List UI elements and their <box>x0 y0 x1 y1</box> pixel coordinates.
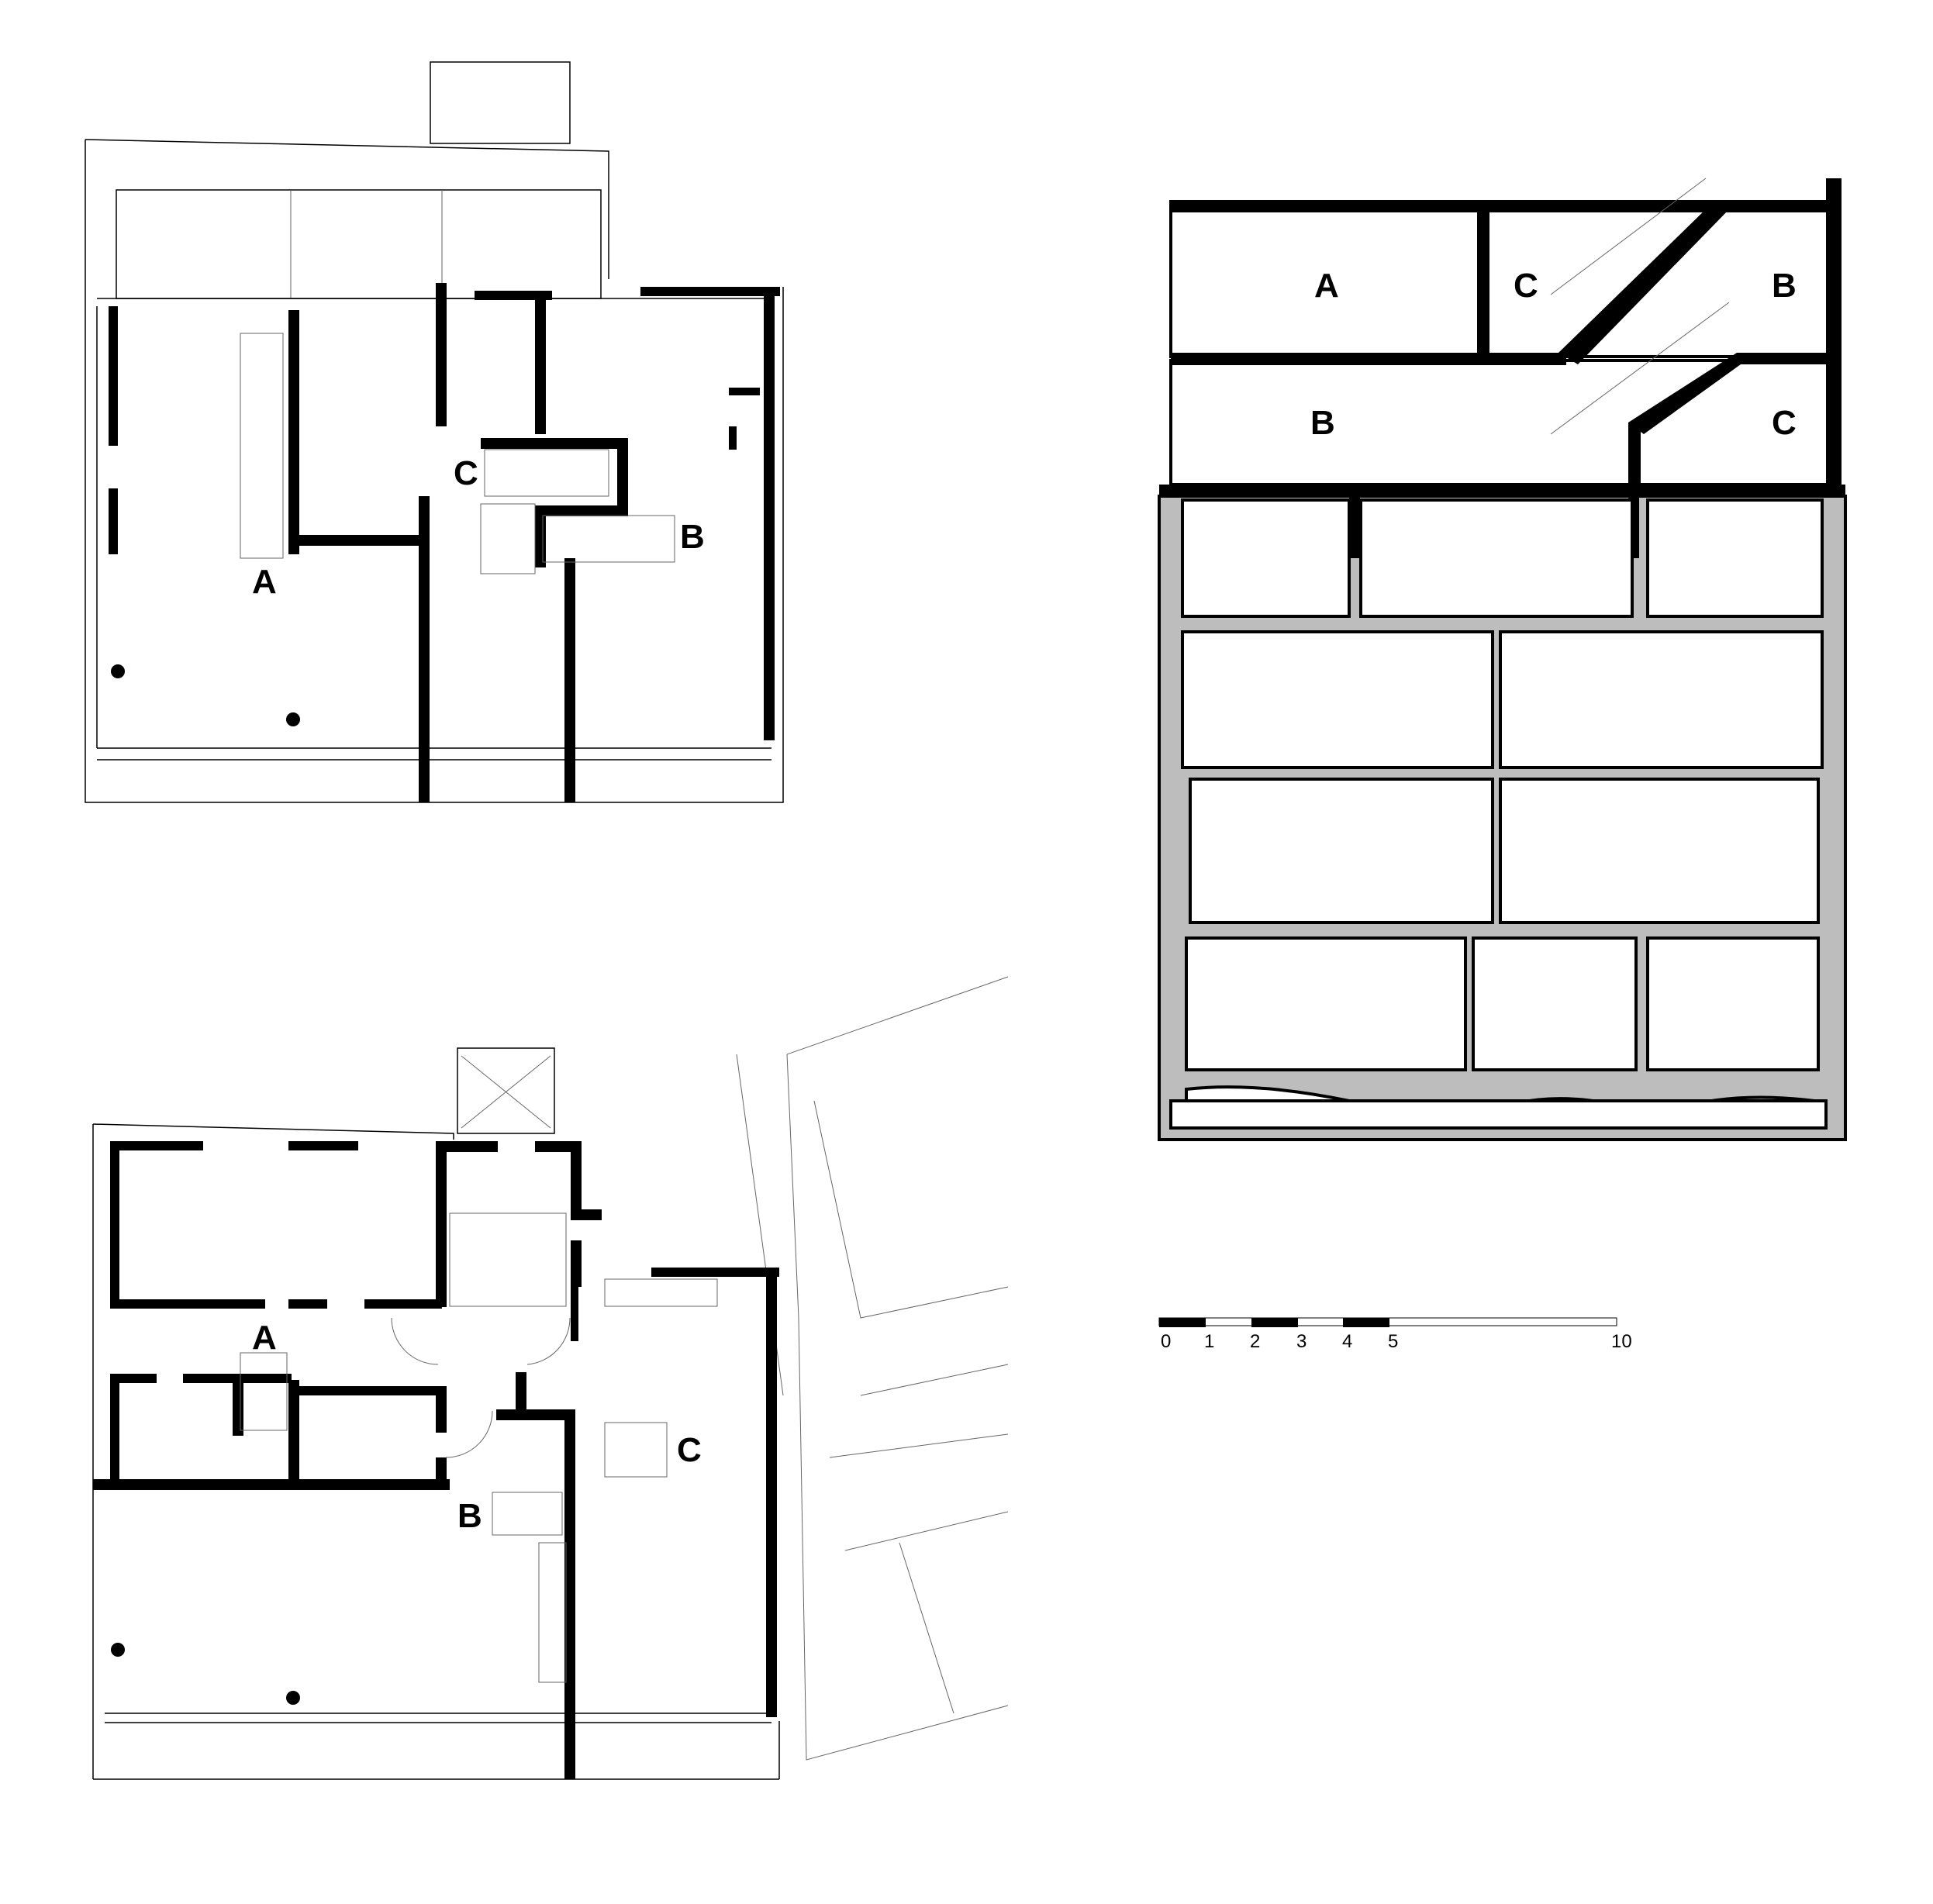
section-lower-unit-c-label: C <box>1772 404 1797 442</box>
section-lower-unit-b-label: B <box>1310 404 1335 442</box>
lower-floor-plan: A B C <box>92 976 1009 1780</box>
upper-floor-plan: A B C <box>85 61 784 803</box>
upper-plan-unit-b-label: B <box>680 518 705 556</box>
scale-tick-label: 2 <box>1250 1331 1260 1352</box>
scale-bar: 0 1 2 3 4 5 10 <box>1158 1317 1632 1352</box>
building-section: A B C B C <box>1158 178 1847 1141</box>
upper-plan-unit-c-label: C <box>454 454 478 492</box>
scale-tick-label: 3 <box>1296 1331 1307 1352</box>
section-upper-unit-b-label: B <box>1772 267 1797 305</box>
section-unit-a-label: A <box>1314 267 1339 305</box>
scale-tick-label: 4 <box>1342 1331 1352 1352</box>
lower-plan-unit-b-label: B <box>457 1497 482 1535</box>
lower-plan-unit-c-label: C <box>677 1431 702 1469</box>
scale-tick-label: 1 <box>1204 1331 1214 1352</box>
scale-tick-label: 5 <box>1388 1331 1398 1352</box>
scale-tick-label: 10 <box>1611 1331 1632 1352</box>
section-upper-unit-c-label: C <box>1514 267 1538 305</box>
lower-plan-unit-a-label: A <box>252 1319 277 1357</box>
scale-tick-label: 0 <box>1161 1331 1171 1352</box>
upper-plan-unit-a-label: A <box>252 563 277 601</box>
